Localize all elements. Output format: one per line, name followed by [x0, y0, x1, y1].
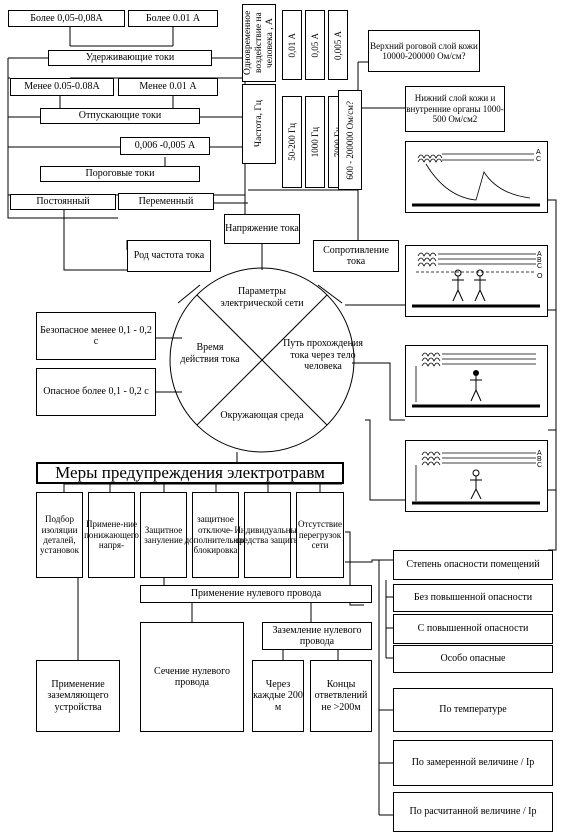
- wiring-diagram-1: A C: [405, 141, 548, 213]
- circle-current-path: Путь прохождения тока через тело человек…: [283, 338, 363, 372]
- by-measured-box: По замеренной величине / Ip: [393, 740, 553, 786]
- current-ac-box: Переменный: [118, 193, 214, 210]
- danger-extreme-box: Особо опасные: [393, 645, 553, 673]
- inner-skin-layer-box: Нижний слой кожи и внутренние органы 100…: [405, 86, 505, 132]
- wiring-diagram-4: A B C: [405, 440, 548, 512]
- measure-no-overload-box: Отсутствие перегрузок сети: [296, 492, 344, 578]
- measure-grounding-box: Защитное зануление: [140, 492, 187, 578]
- danger-none-box: Без повышенной опасности: [393, 584, 553, 612]
- measure-ppe-box: Индивидуальные средства защиты: [234, 492, 301, 578]
- release-currents-box: Отпускающие токи: [40, 108, 200, 124]
- holding-currents-box: Удерживающие токи: [48, 50, 212, 66]
- neutral-section-box: Сечение нулевого провода: [140, 622, 244, 732]
- current-0.005-box: 0,005 А: [328, 10, 348, 80]
- by-calculated-box: По расчитанной величине / Ip: [393, 792, 553, 832]
- circle-exposure-time: Время действия тока: [180, 342, 240, 365]
- wiring-diagram-3: [405, 345, 548, 417]
- time-danger-box: Опасное более 0,1 - 0,2 с: [36, 368, 156, 416]
- circle-grid-params: Параметры электрической сети: [220, 286, 304, 309]
- threshold-currents-box: Пороговые токи: [40, 166, 200, 182]
- freq-50-200-box: 50-200 Гц: [282, 96, 302, 188]
- top-skin-layer-box: Верхний роговой слой кожи 10000-200000 О…: [368, 30, 480, 72]
- current-dc-box: Постоянный: [10, 194, 116, 210]
- kind-freq-box: Род частота тока: [127, 240, 211, 272]
- neutral-wire-box: Применение нулевого провода: [140, 585, 372, 603]
- wiring-diagram-2: A B C O: [405, 245, 548, 317]
- threshold-range-box: 0,006 -0,005 А: [120, 137, 210, 155]
- circle-environment: Окружающая среда: [220, 410, 304, 421]
- phase-label-b: B: [537, 456, 542, 463]
- current-0.05-box: 0,05 А: [305, 10, 325, 80]
- by-temperature-box: По температуре: [393, 688, 553, 732]
- phase-label-a: A: [537, 251, 542, 258]
- phase-label-a: A: [536, 149, 541, 156]
- measures-title-box: Меры предупреждения электротравм: [36, 462, 344, 484]
- neutral-grounding-box: Заземление нулевого провода: [262, 622, 372, 650]
- branch-ends-box: Концы ответвлений не >200м: [310, 660, 372, 732]
- measure-insulation-box: Подбор изоляции деталей, установок: [36, 492, 83, 578]
- frequency-hz-box: Частота, Гц: [242, 84, 276, 164]
- ground-device-box: Применение заземляющего устройства: [36, 660, 120, 732]
- freq-1000-box: 1000 Гц: [305, 96, 325, 188]
- danger-increased-box: С повышенной опасности: [393, 614, 553, 644]
- release-under-low-box: Менее 0.01 А: [118, 78, 218, 96]
- phase-label-c: C: [536, 156, 541, 163]
- release-under-box: Менее 0.05-0.08А: [10, 78, 114, 96]
- phase-label-c: C: [537, 462, 542, 469]
- danger-level-box: Степень опасности помещений: [393, 550, 553, 580]
- measure-low-voltage-box: Примене-ние понижающего напря-: [84, 492, 139, 578]
- neutral-label: O: [537, 273, 543, 280]
- measure-shutdown-box: защитное отключе- дополнительная блокиро…: [185, 492, 246, 578]
- holding-over-box: Более 0,05-0,08А: [8, 10, 125, 27]
- phase-label-b: B: [537, 257, 542, 264]
- current-0.01-box: 0,01 А: [282, 10, 302, 80]
- phase-label-c: C: [537, 263, 542, 270]
- phase-label-a: A: [537, 450, 542, 457]
- time-safe-box: Безопасное менее 0,1 - 0,2 с: [36, 312, 156, 360]
- every-200m-box: Через каждые 200 м: [252, 660, 304, 732]
- resistance-column-box: 600 - 200000 Ом/см?: [338, 90, 362, 190]
- holding-over-low-box: Более 0.01 А: [128, 10, 218, 27]
- voltage-box: Напряжение тока: [224, 214, 300, 244]
- resistance-box: Сопротивление тока: [313, 240, 399, 272]
- simultaneous-exposure-box: Одновременное воздействие на человека , …: [242, 4, 276, 82]
